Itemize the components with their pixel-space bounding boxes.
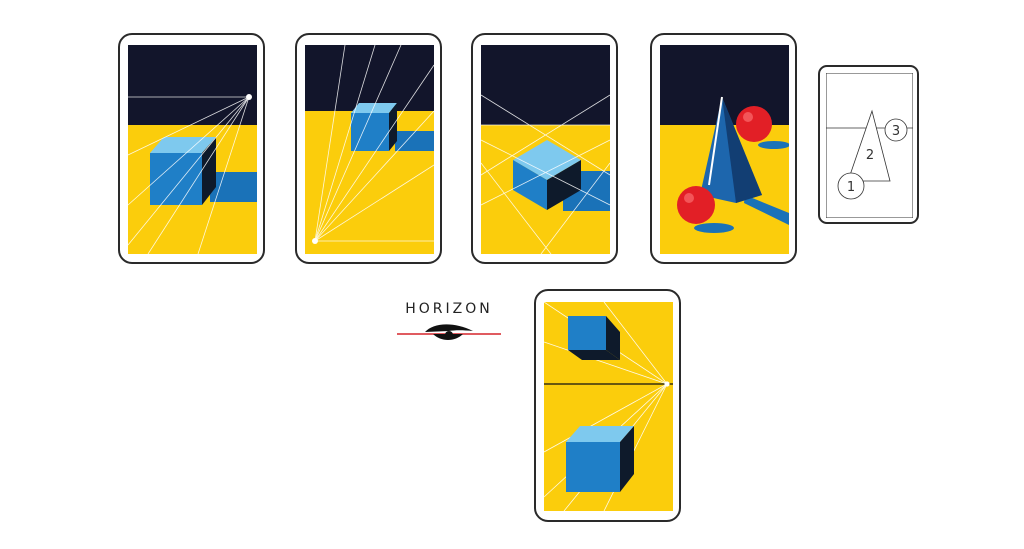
card-cubes-above-below-horizon bbox=[534, 289, 681, 522]
legend-label-2: 2 bbox=[866, 148, 874, 163]
card-cube-two-point bbox=[471, 33, 618, 264]
illustration-cone-spheres bbox=[660, 45, 789, 254]
card-cone-and-spheres bbox=[650, 33, 797, 264]
legend-label-1: 1 bbox=[847, 180, 855, 195]
legend-line-drawing: 1 2 3 bbox=[826, 73, 913, 218]
illustration-cube-low-vanishing-point bbox=[305, 45, 434, 254]
legend-label-3: 3 bbox=[892, 124, 900, 139]
horizon-label: HORIZON bbox=[405, 301, 493, 317]
illustration-cube-two-point bbox=[481, 45, 610, 254]
card-cube-worms-eye bbox=[295, 33, 442, 264]
illustration-cubes-horizon bbox=[544, 302, 673, 511]
card-legend-sketch: 1 2 3 bbox=[818, 65, 919, 224]
horizon-caption: HORIZON bbox=[393, 299, 505, 347]
illustration-cube-perspective bbox=[128, 45, 257, 254]
eye-icon bbox=[397, 324, 501, 340]
card-cube-right-vanishing-point bbox=[118, 33, 265, 264]
